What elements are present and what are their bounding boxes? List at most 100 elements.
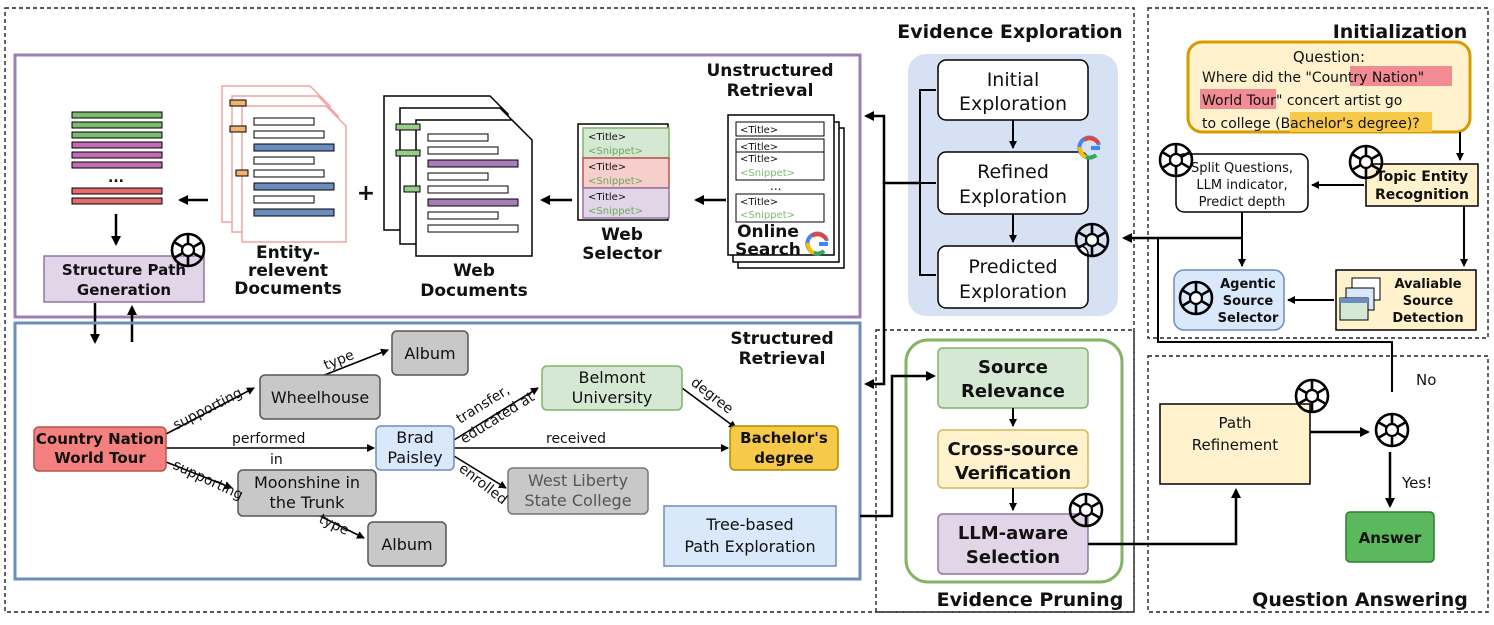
entity-documents-label-line3: Documents xyxy=(234,279,342,299)
result-snippet-2: <Snippet> xyxy=(740,210,795,221)
split-questions-line2: LLM indicator, xyxy=(1196,178,1287,193)
node-brad-paisley-line1: Brad xyxy=(396,428,434,447)
node-belmont xyxy=(541,365,683,411)
result-ellipsis: ... xyxy=(770,179,781,193)
arrow-selection-to-refinement xyxy=(1088,488,1241,546)
node-west-liberty xyxy=(507,467,649,515)
selector-snippet-1: <Snippet> xyxy=(588,146,643,157)
unstructured-title-line1: Unstructured xyxy=(706,61,833,81)
web-selector-label-line1: Web xyxy=(601,225,643,245)
result-snippet-1: <Snippet> xyxy=(740,168,795,179)
pruning-section-frame xyxy=(875,329,1135,613)
selector-title-1: <Title> xyxy=(588,132,626,143)
online-search-label-line1: Online xyxy=(737,222,799,242)
initialization-section-frame xyxy=(1147,7,1489,339)
node-wheelhouse-label: Wheelhouse xyxy=(271,388,369,407)
section-title-initialization: Initialization xyxy=(1333,21,1468,43)
node-album-bottom xyxy=(367,521,447,567)
node-wheelhouse xyxy=(259,374,381,420)
openai-icon-decision xyxy=(1374,412,1410,448)
node-moonshine-line1: Moonshine in xyxy=(254,473,360,492)
path-refinement-line2: Refinement xyxy=(1192,436,1279,454)
section-title-evidence-exploration: Evidence Exploration xyxy=(897,21,1122,43)
structured-title-line1: Structured xyxy=(730,329,833,349)
path-refinement-line1: Path xyxy=(1219,414,1252,432)
result-title-3: <Title> xyxy=(740,154,778,165)
yes-label: Yes! xyxy=(1401,474,1432,492)
node-country-nation-line2: World Tour xyxy=(54,449,146,467)
node-bachelors-line1: Bachelor's xyxy=(740,429,828,447)
node-album-bottom-label: Album xyxy=(381,535,432,554)
node-bachelors-line2: degree xyxy=(754,449,813,467)
topic-entity-line1: Topic Entity xyxy=(1376,169,1468,185)
window-stack-icon xyxy=(1339,277,1381,321)
entity-documents-label-line1: Entity- xyxy=(256,243,320,263)
question-line2-end: " concert artist go xyxy=(1276,93,1402,109)
edge-label-received: received xyxy=(546,431,606,447)
llm-aware-line2: Selection xyxy=(966,547,1060,568)
selector-snippet-2: <Snippet> xyxy=(588,176,643,187)
highlight-degree xyxy=(1290,112,1432,132)
question-line1-start: Where did the " xyxy=(1202,70,1312,86)
question-line1: Where did the "Country Nation" xyxy=(1202,70,1424,86)
openai-icon-refinement xyxy=(1294,378,1330,414)
structure-path-line1: Structure Path xyxy=(62,261,186,279)
node-country-nation-line1: Country Nation xyxy=(36,430,164,448)
unstructured-title-line2: Retrieval xyxy=(727,81,814,101)
section-title-evidence-pruning: Evidence Pruning xyxy=(937,589,1124,611)
node-moonshine-line2: the Trunk xyxy=(270,493,346,512)
split-questions-line3: Predict depth xyxy=(1199,195,1286,210)
available-line2: Source xyxy=(1403,294,1454,309)
web-selector-label-line2: Selector xyxy=(582,244,662,264)
node-bachelors xyxy=(729,425,839,471)
exploration-section-frame xyxy=(4,7,1135,613)
question-highlight: Bachelor's degree xyxy=(1281,116,1407,132)
unstructured-retrieval-panel xyxy=(13,53,862,319)
qa-section-frame xyxy=(1147,355,1489,613)
node-belmont-line2: University xyxy=(572,388,653,407)
agentic-line2: Source xyxy=(1223,294,1274,309)
predicted-exploration-line2: Exploration xyxy=(959,281,1067,303)
question-entity-part1: Country Nation xyxy=(1312,70,1418,86)
refined-exploration-line2: Exploration xyxy=(959,186,1067,208)
available-line3: Detection xyxy=(1392,311,1463,326)
available-line1: Avaliable xyxy=(1394,277,1461,292)
no-label: No xyxy=(1416,371,1436,389)
selector-snippet-3: <Snippet> xyxy=(588,206,643,217)
openai-icon-topic xyxy=(1348,144,1384,180)
result-title-1: <Title> xyxy=(740,125,778,136)
initial-exploration-line1: Initial xyxy=(987,69,1040,91)
web-documents-label-line2: Documents xyxy=(420,281,528,301)
web-documents-label-line1: Web xyxy=(453,261,495,281)
edge-label-supporting-bottom: supporting xyxy=(170,457,245,503)
path-refinement-box xyxy=(1159,403,1311,485)
entity-documents-label-line2: relevent xyxy=(248,261,328,281)
selector-title-2: <Title> xyxy=(588,162,626,173)
arrow-tree-to-relevance xyxy=(860,371,936,518)
result-title-4: <Title> xyxy=(740,197,778,208)
initial-exploration-line2: Exploration xyxy=(959,93,1067,115)
question-line2: World Tour" concert artist go xyxy=(1202,93,1402,109)
tree-path-line1: Tree-based xyxy=(705,515,793,534)
kg-edges xyxy=(165,348,737,539)
llm-aware-line1: LLM-aware xyxy=(958,523,1068,544)
edge-label-supporting-top: supporting xyxy=(171,385,245,433)
tree-path-exploration-box xyxy=(663,505,837,567)
node-country-nation xyxy=(33,426,167,472)
structured-retrieval-panel xyxy=(13,321,862,581)
node-album-top-label: Album xyxy=(404,344,455,363)
online-search-label-line2: Search xyxy=(735,240,801,260)
structured-title-line2: Retrieval xyxy=(739,349,826,369)
arrow-to-structured xyxy=(864,183,886,389)
path-stripes xyxy=(71,111,163,205)
result-title-2: <Title> xyxy=(740,142,778,153)
web-documents-stack xyxy=(383,95,533,257)
node-moonshine xyxy=(237,469,377,517)
refined-exploration-line1: Refined xyxy=(977,161,1049,183)
node-west-liberty-line1: West Liberty xyxy=(528,471,628,490)
predicted-exploration-line1: Predicted xyxy=(968,256,1057,278)
cross-source-line2: Verification xyxy=(955,463,1071,484)
edge-label-performed: performed xyxy=(232,431,305,447)
section-title-question-answering: Question Answering xyxy=(1252,589,1468,611)
